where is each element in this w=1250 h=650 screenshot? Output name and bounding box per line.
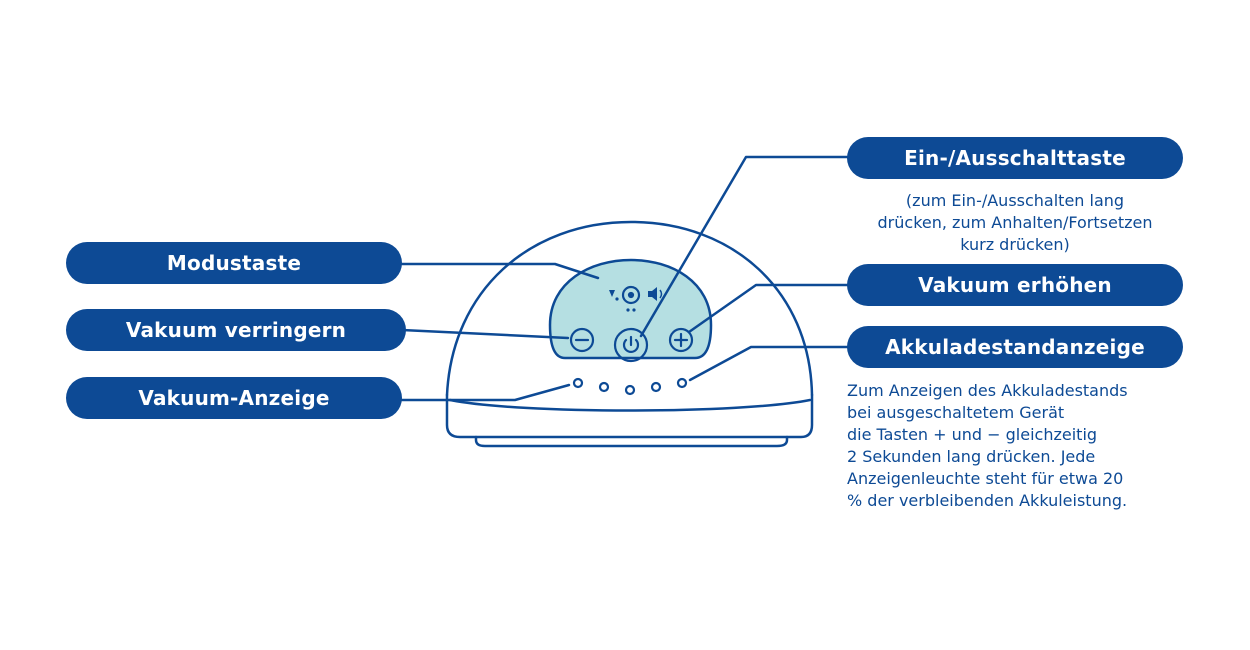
device-foot	[474, 435, 789, 448]
leader-akku	[688, 345, 850, 382]
note-ein-aus: (zum Ein-/Ausschalten lang drücken, zum …	[840, 190, 1190, 256]
power-icon[interactable]	[613, 327, 649, 363]
device-base-curve	[448, 398, 812, 412]
drop-mode-icon	[609, 290, 636, 312]
note-line: drücken, zum Anhalten/Fortsetzen	[877, 213, 1153, 232]
label-vakuum-erhoehen: Vakuum erhöhen	[847, 264, 1183, 306]
device-base-band	[445, 393, 814, 439]
indicator-led	[650, 381, 662, 393]
minus-icon[interactable]	[569, 327, 595, 353]
note-line: (zum Ein-/Ausschalten lang	[905, 191, 1125, 210]
leader-vakuum-erhoehen	[687, 283, 850, 334]
label-akku: Akkuladestandanzeige	[847, 326, 1183, 368]
note-line: Zum Anzeigen des Akkuladestands	[847, 381, 1128, 400]
leader-vakuum-anzeige	[400, 383, 571, 402]
label-vakuum-verringern: Vakuum verringern	[66, 309, 406, 351]
indicator-led	[572, 377, 584, 389]
leader-ein-aus	[639, 155, 850, 338]
note-line: % der verbleibenden Akkuleistung.	[847, 491, 1128, 510]
label-ein-aus: Ein-/Ausschalttaste	[847, 137, 1183, 179]
leader-modustaste	[400, 262, 600, 280]
note-line: kurz drücken)	[960, 235, 1070, 254]
note-line: bei ausgeschaltetem Gerät	[847, 403, 1065, 422]
device-dome	[445, 220, 814, 397]
speaker-icon	[648, 287, 663, 301]
note-akku: Zum Anzeigen des Akkuladestands bei ausg…	[847, 380, 1207, 512]
note-line: Anzeigenleuchte steht für etwa 20	[847, 469, 1124, 488]
label-modustaste: Modustaste	[66, 242, 402, 284]
indicator-led	[624, 384, 636, 396]
note-line: 2 Sekunden lang drücken. Jede	[847, 447, 1096, 466]
indicator-led	[676, 377, 688, 389]
indicator-led	[598, 381, 610, 393]
plus-icon[interactable]	[668, 327, 694, 353]
mode-circle-icon[interactable]	[621, 285, 641, 305]
label-vakuum-anzeige: Vakuum-Anzeige	[66, 377, 402, 419]
note-line: die Tasten + und − gleichzeitig	[847, 425, 1098, 444]
leader-vakuum-verringern	[400, 328, 570, 340]
